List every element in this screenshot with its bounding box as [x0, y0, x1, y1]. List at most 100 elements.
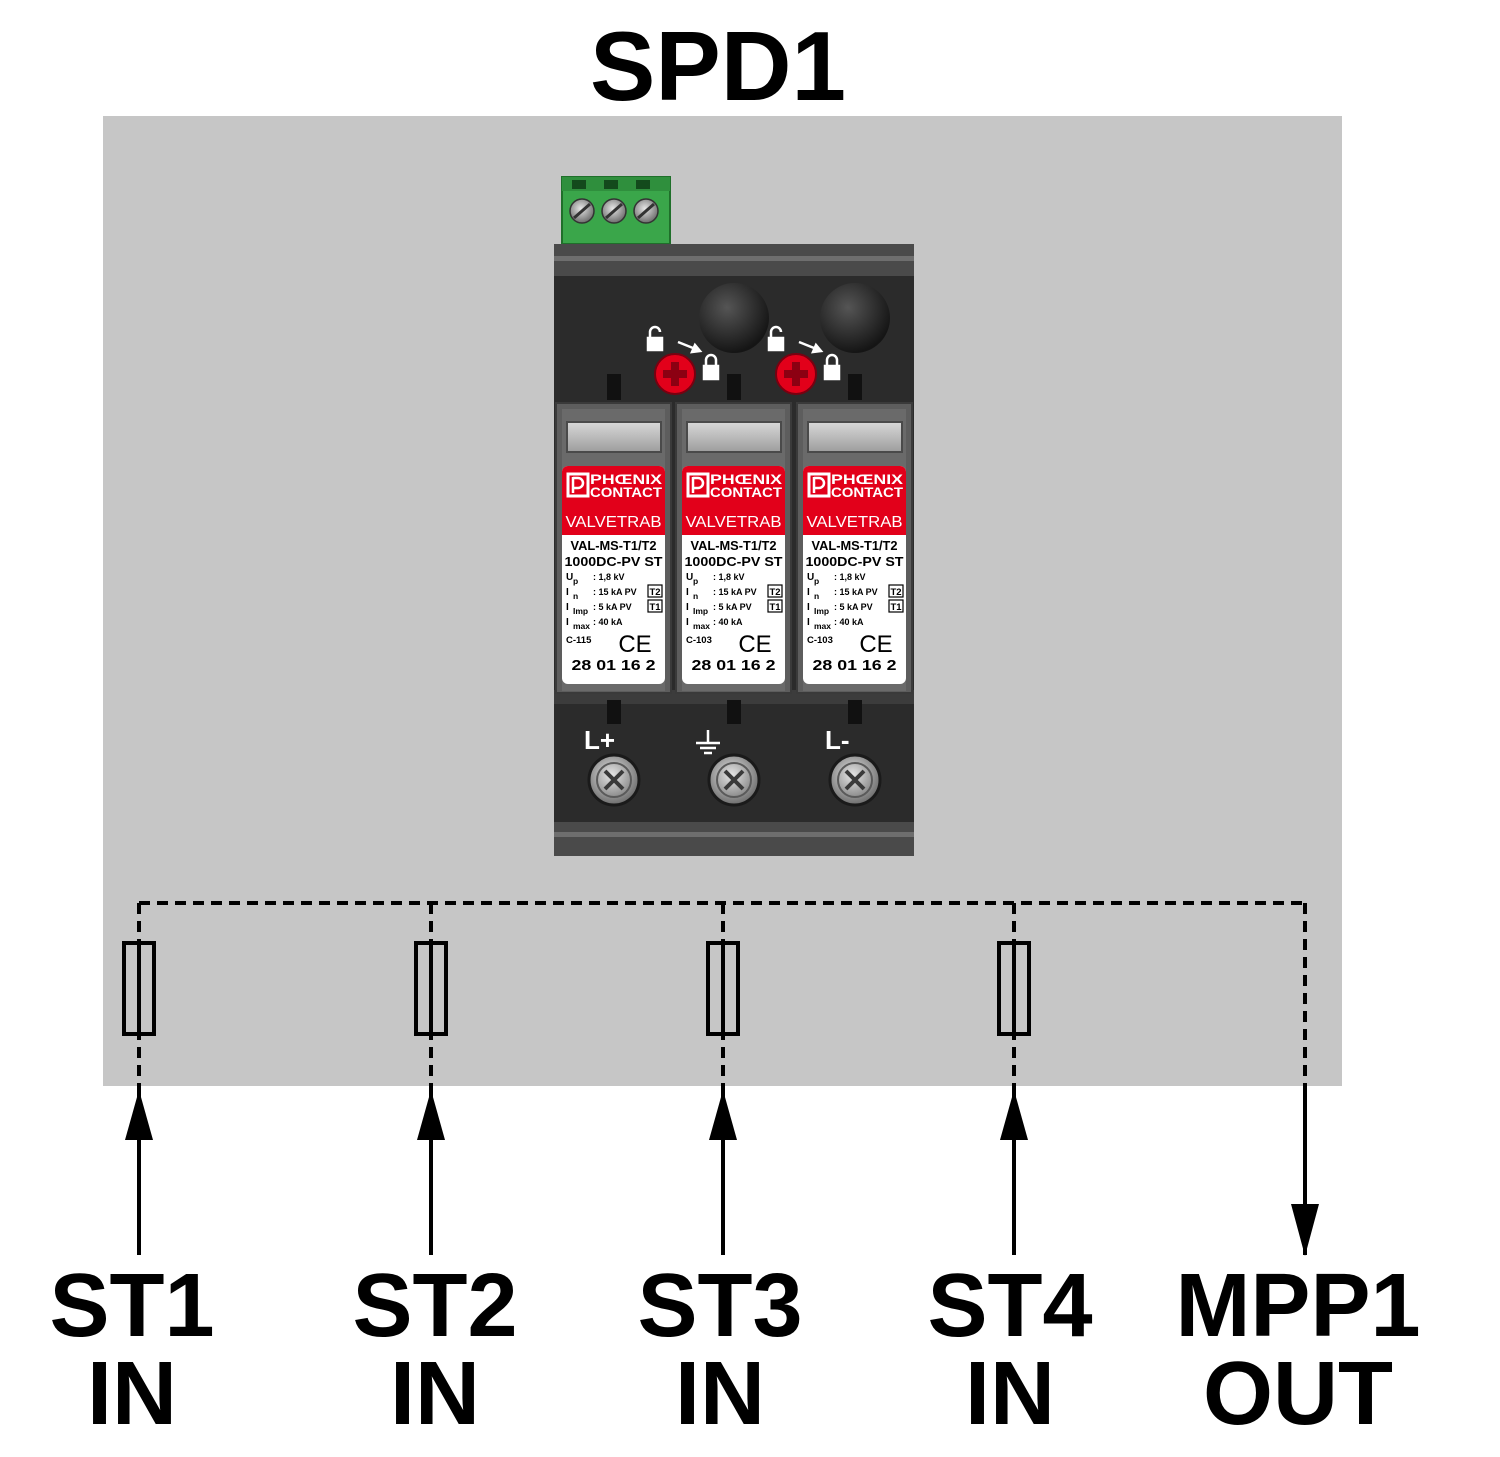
phoenix-contact-logo [807, 472, 831, 498]
brand-name: PHŒNIX [831, 471, 904, 487]
terminal-label: L+ [584, 725, 615, 755]
lock-icon [823, 353, 841, 381]
terminal-screw[interactable] [601, 198, 627, 224]
spec-tag: T1 [649, 602, 661, 613]
brand-name: CONTACT [590, 484, 662, 500]
diagram-title: SPD1 [590, 11, 846, 121]
spec-tag: T1 [769, 602, 781, 613]
spec-subscript: n [573, 591, 578, 601]
terminal-label: L- [825, 725, 850, 755]
spec-symbol: I [686, 587, 689, 598]
connection-branch [706, 903, 740, 1255]
model-name: 1000DC-PV ST [806, 555, 904, 569]
status-window [686, 421, 782, 453]
spec-value: : 5 kA PV [593, 602, 632, 612]
approval-code: C-103 [807, 635, 833, 646]
arrow-up-icon [1000, 1090, 1028, 1140]
terminal-screw[interactable] [633, 198, 659, 224]
spec-symbol: I [566, 587, 569, 598]
model-name: 1000DC-PV ST [685, 555, 783, 569]
model-name: 1000DC-PV ST [565, 555, 663, 569]
spec-subscript: Imp [814, 606, 829, 616]
spec-subscript: Imp [693, 606, 708, 616]
brand-name: CONTACT [831, 484, 903, 500]
approval-code: C-115 [566, 635, 592, 646]
terminal-screw[interactable] [569, 198, 595, 224]
protection-module[interactable]: PHŒNIXCONTACTVALVETRABVAL-MS-T1/T21000DC… [555, 402, 672, 694]
spec-tag: T2 [890, 587, 901, 598]
spec-tag: T1 [890, 602, 902, 613]
spec-symbol: U [566, 572, 573, 583]
spec-value: : 15 kA PV [834, 587, 878, 597]
output-terminals: L+ L- [584, 725, 882, 807]
connection-direction: IN [965, 1344, 1055, 1444]
lock-icon [702, 353, 720, 381]
approval-code: C-103 [686, 635, 712, 646]
protection-modules: PHŒNIXCONTACTVALVETRABVAL-MS-T1/T21000DC… [555, 402, 913, 694]
model-name: VAL-MS-T1/T2 [571, 539, 657, 553]
output-terminal[interactable]: L- [825, 725, 882, 807]
spec-subscript: max [573, 621, 590, 631]
output-terminal[interactable] [696, 730, 761, 807]
arrow-up-icon [709, 1090, 737, 1140]
model-name: VAL-MS-T1/T2 [812, 539, 898, 553]
protection-module[interactable]: PHŒNIXCONTACTVALVETRABVAL-MS-T1/T21000DC… [675, 402, 792, 694]
arrow-up-icon [417, 1090, 445, 1140]
brand-name: PHŒNIX [710, 471, 783, 487]
connection-name: MPP1 [1175, 1256, 1420, 1356]
brand-name: CONTACT [710, 484, 782, 500]
spec-subscript: max [693, 621, 710, 631]
connection-branch [414, 903, 448, 1255]
spec-tag: T2 [769, 587, 780, 598]
spec-symbol: U [686, 572, 693, 583]
spec-symbol: I [566, 617, 569, 628]
spec-symbol: I [566, 602, 569, 613]
string-wiring [122, 901, 1319, 1256]
knob-left[interactable] [699, 283, 769, 353]
lock-screw-right[interactable] [775, 353, 817, 395]
connection-name: ST2 [352, 1256, 517, 1356]
arrow-down-icon [1291, 1204, 1319, 1256]
spec-symbol: I [807, 617, 810, 628]
spec-subscript: p [814, 576, 819, 586]
spec-value: : 1,8 kV [713, 572, 745, 582]
spec-symbol: I [807, 587, 810, 598]
connection-direction: IN [675, 1344, 765, 1444]
status-window [566, 421, 662, 453]
phoenix-contact-logo [686, 472, 710, 498]
ce-mark: CE [618, 631, 651, 658]
ce-mark: CE [859, 631, 892, 658]
connection-branch [997, 903, 1031, 1255]
connection-branch [122, 903, 156, 1255]
connection-direction: IN [87, 1344, 177, 1444]
remote-signal-terminal [561, 176, 671, 245]
spec-symbol: U [807, 572, 814, 583]
lock-screw-left[interactable] [654, 353, 696, 395]
output-terminal[interactable]: L+ [584, 725, 641, 807]
spec-subscript: max [814, 621, 831, 631]
spec-value: : 15 kA PV [713, 587, 757, 597]
spec-value: : 1,8 kV [834, 572, 866, 582]
spec-subscript: n [693, 591, 698, 601]
spec-value: : 5 kA PV [834, 602, 873, 612]
article-number: 28 01 16 2 [692, 657, 776, 674]
spec-value: : 40 kA [593, 617, 623, 627]
series-name: VALVETRAB [566, 514, 662, 531]
article-number: 28 01 16 2 [572, 657, 656, 674]
series-name: VALVETRAB [807, 514, 903, 531]
spec-subscript: n [814, 591, 819, 601]
ground-symbol-icon [696, 730, 720, 755]
spec-tag: T2 [649, 587, 660, 598]
spec-symbol: I [807, 602, 810, 613]
spec-symbol: I [686, 617, 689, 628]
connection-name: ST3 [637, 1256, 802, 1356]
knob-right[interactable] [820, 283, 890, 353]
arrow-swap-icon [677, 340, 703, 354]
spec-value: : 5 kA PV [713, 602, 752, 612]
